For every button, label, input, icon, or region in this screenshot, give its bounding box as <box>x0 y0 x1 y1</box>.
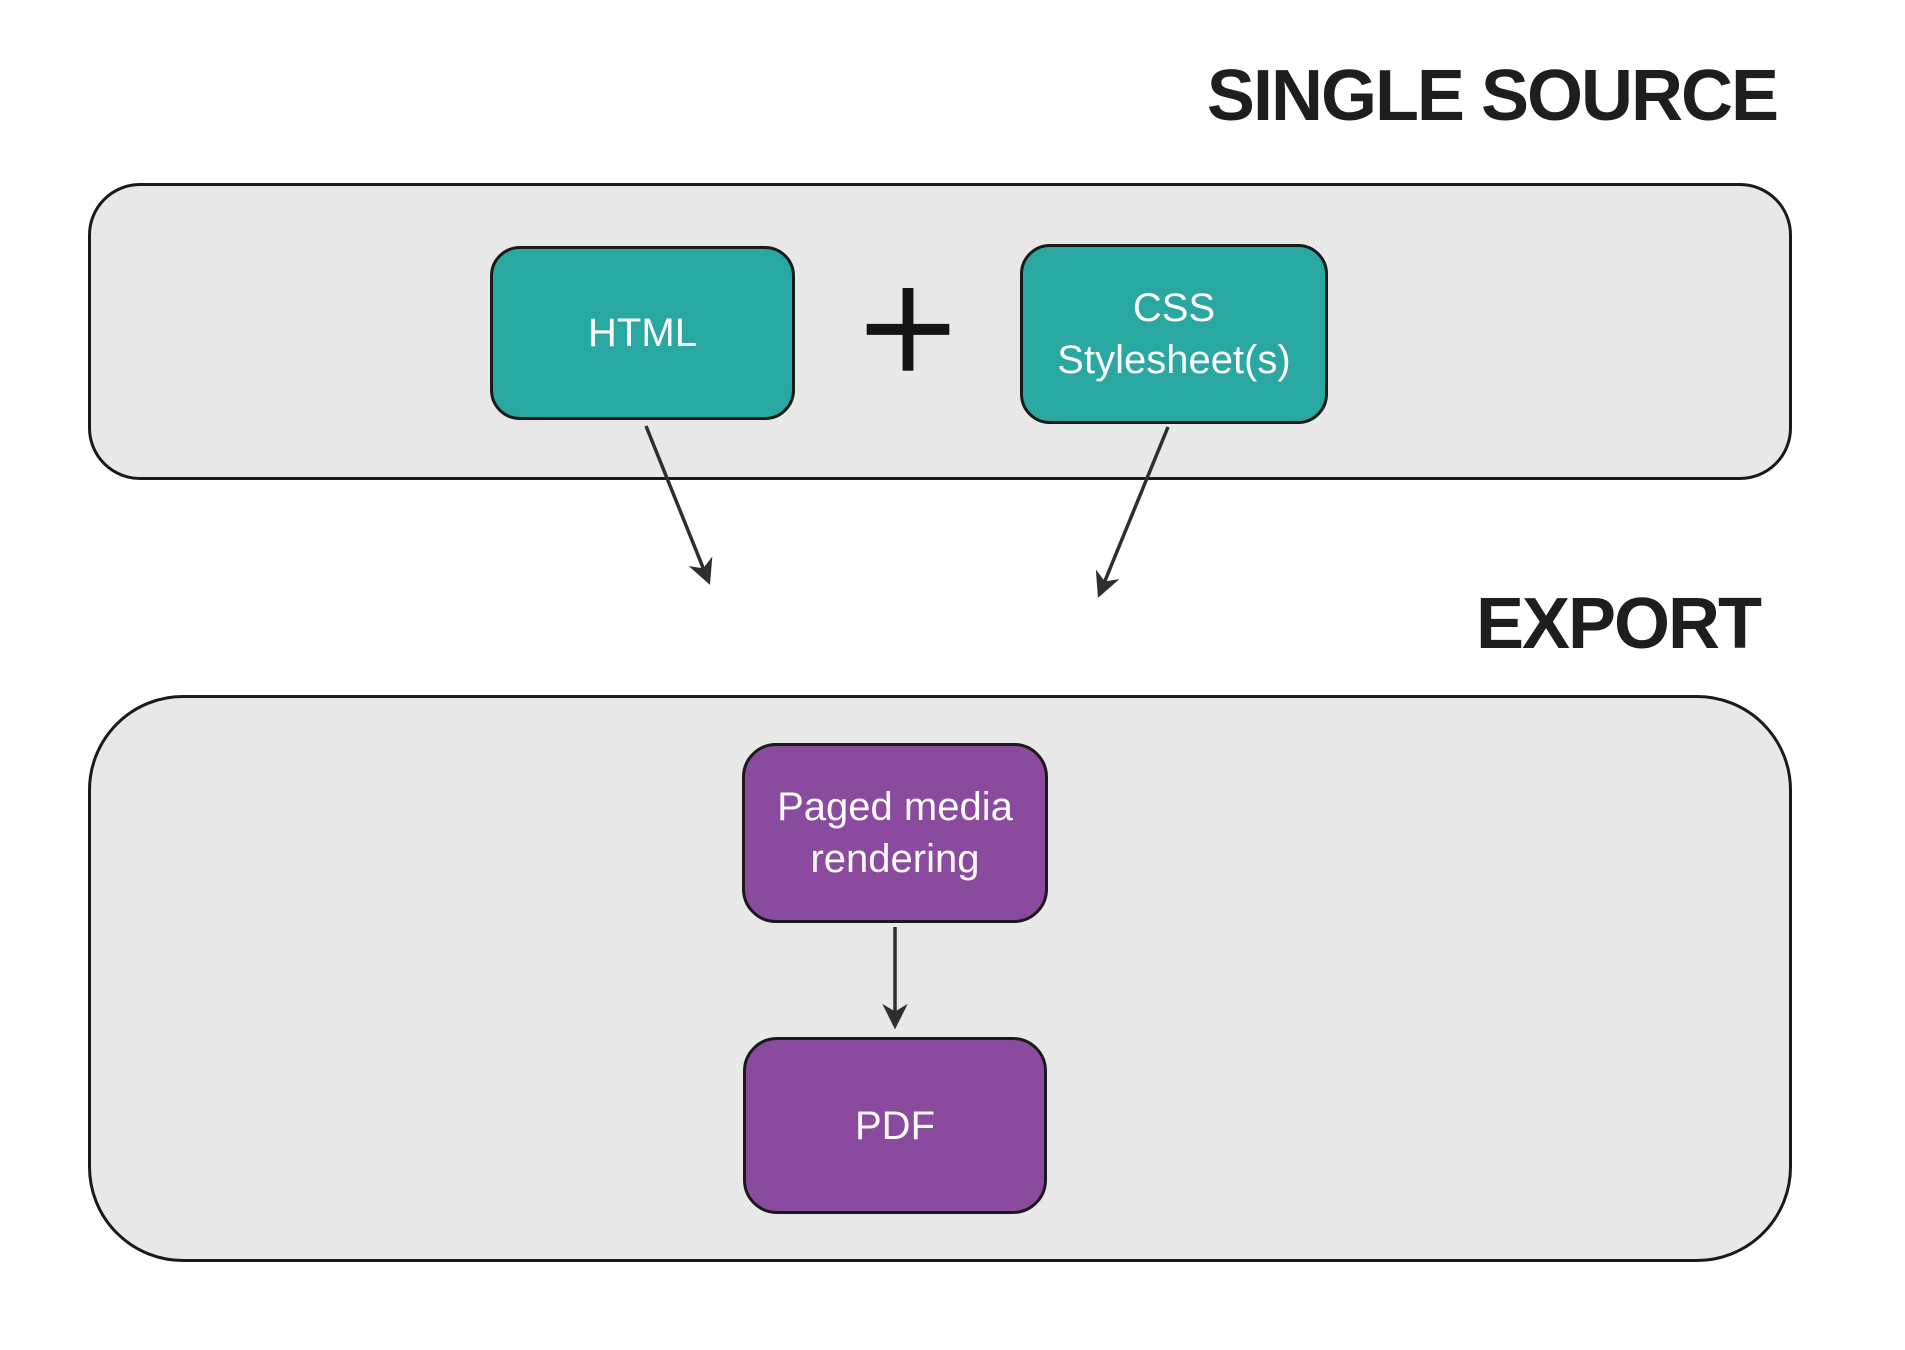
node-css-label-line1: CSS <box>1132 286 1216 330</box>
single-source-panel <box>88 183 1792 480</box>
node-html: HTML <box>490 246 795 420</box>
plus-icon: + <box>852 248 964 403</box>
node-pdf-label: PDF <box>855 1103 935 1148</box>
node-html-label: HTML <box>588 311 697 355</box>
node-css-label-line2: Stylesheet(s) <box>1057 338 1291 382</box>
node-paged-media-rendering: Paged media rendering <box>742 743 1048 923</box>
node-css-stylesheets: CSS Stylesheet(s) <box>1020 244 1328 424</box>
node-pdf: PDF <box>743 1037 1047 1214</box>
section-title-single-source: SINGLE SOURCE <box>1206 56 1779 136</box>
section-title-export: EXPORT <box>1475 584 1762 664</box>
node-paged-label-line1: Paged media <box>777 785 1013 829</box>
node-paged-label-line2: rendering <box>810 837 980 881</box>
